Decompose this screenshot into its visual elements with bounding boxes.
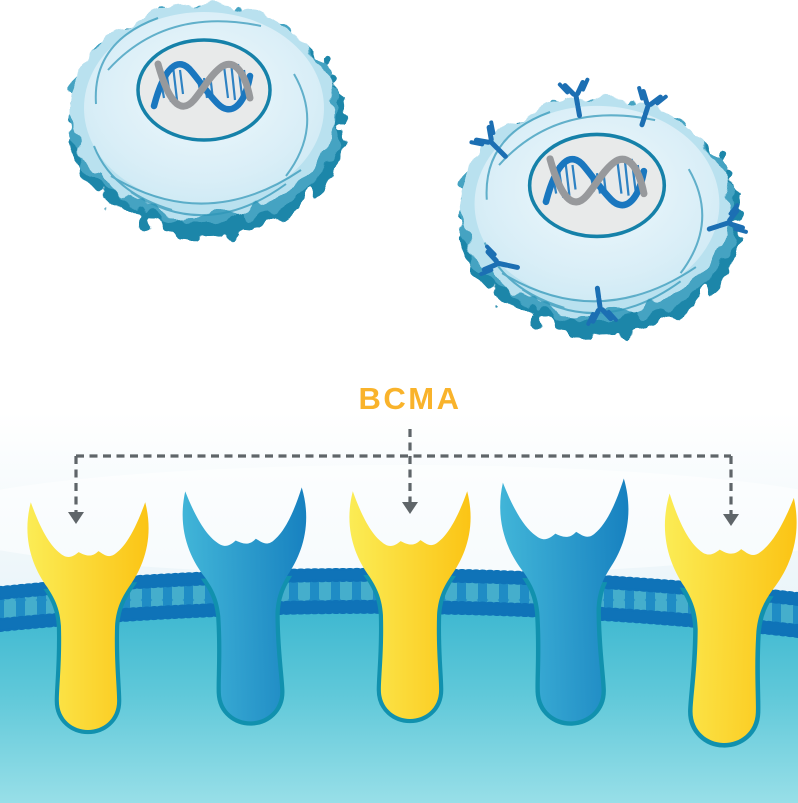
arrowhead-icon-3 xyxy=(723,514,739,526)
arrowhead-icon-2 xyxy=(68,512,84,524)
bcma-pointer-arrows xyxy=(68,429,739,526)
dashed-connector xyxy=(74,429,733,514)
arrowhead-icon-1 xyxy=(402,502,418,514)
bcma-label: BCMA xyxy=(359,381,462,416)
